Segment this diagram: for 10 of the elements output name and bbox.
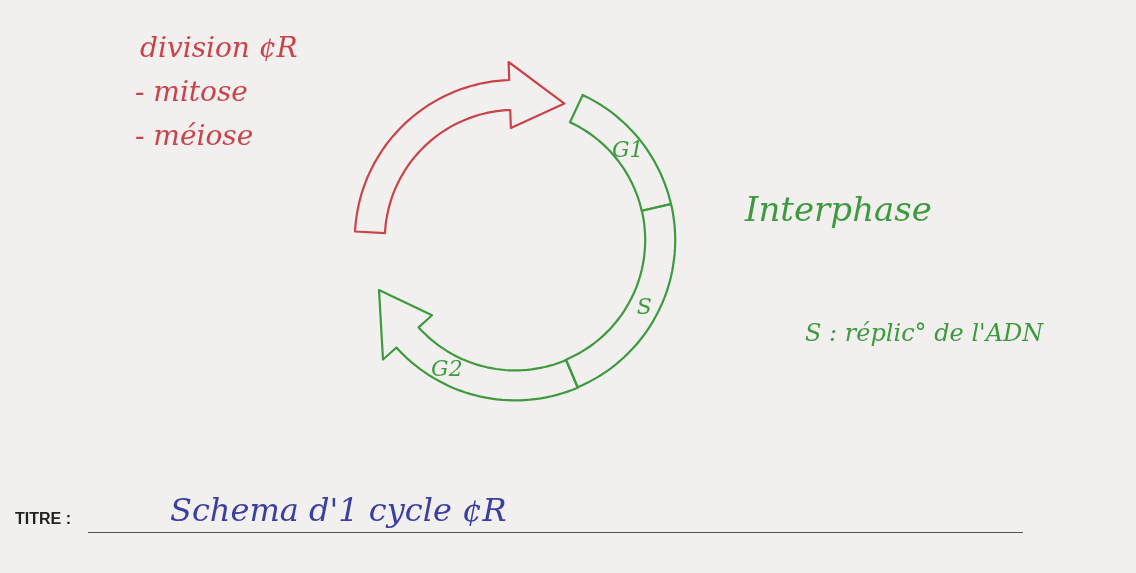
note-text: S : réplic° de l'ADN xyxy=(805,320,1044,348)
title: Schema d'1 cycle ¢R xyxy=(170,492,507,529)
phase-label: S xyxy=(636,293,652,319)
phase-list-item: - mitose xyxy=(135,76,248,109)
phase-name: Interphase xyxy=(745,190,932,230)
phase-label: G1 xyxy=(611,136,644,162)
phase-label: G2 xyxy=(431,355,463,381)
title-prefix: TITRE : xyxy=(15,510,71,529)
phase-heading: division ¢R xyxy=(140,32,298,65)
phase-list-item: - méiose xyxy=(135,120,254,153)
